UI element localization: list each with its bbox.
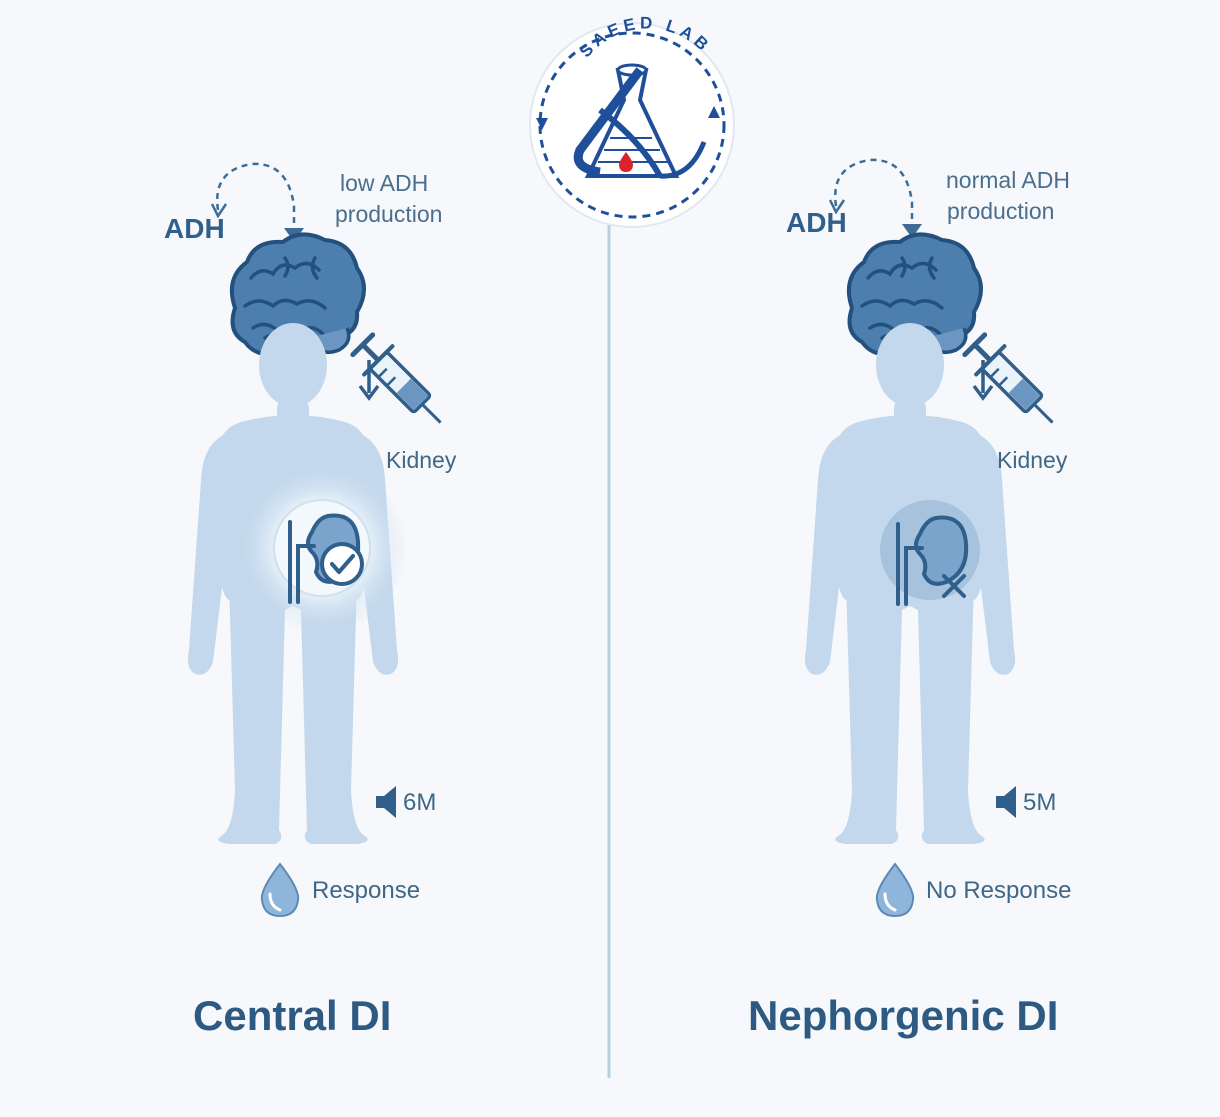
production-line-2: production (335, 201, 443, 227)
check-icon (320, 542, 364, 586)
production-line-1: normal ADH (946, 167, 1070, 193)
kidney-label: Kidney (386, 447, 457, 473)
response-label: No Response (926, 877, 1072, 904)
water-drop-icon (260, 862, 300, 918)
panel-title: Central DI (193, 992, 392, 1039)
kidney-label: Kidney (997, 447, 1068, 473)
down-arrow-icon (358, 360, 380, 401)
response-label: Response (312, 877, 421, 904)
production-line-1: low ADH (340, 170, 429, 196)
saeed-lab-logo (529, 22, 735, 228)
dose-value: 5M (1023, 789, 1057, 816)
syringe-icon (349, 331, 455, 437)
speaker-icon (376, 786, 396, 818)
syringe-icon (961, 331, 1067, 437)
cycle-arrow-icon (210, 162, 306, 244)
dose-value: 6M (403, 789, 437, 816)
cross-icon (942, 574, 966, 598)
adh-label: ADH (164, 213, 225, 244)
panel-title: Nephorgenic DI (748, 992, 1059, 1039)
water-drop-icon (875, 862, 915, 918)
adh-label: ADH (786, 207, 847, 238)
speaker-icon (996, 786, 1016, 818)
production-line-2: production (947, 198, 1055, 224)
